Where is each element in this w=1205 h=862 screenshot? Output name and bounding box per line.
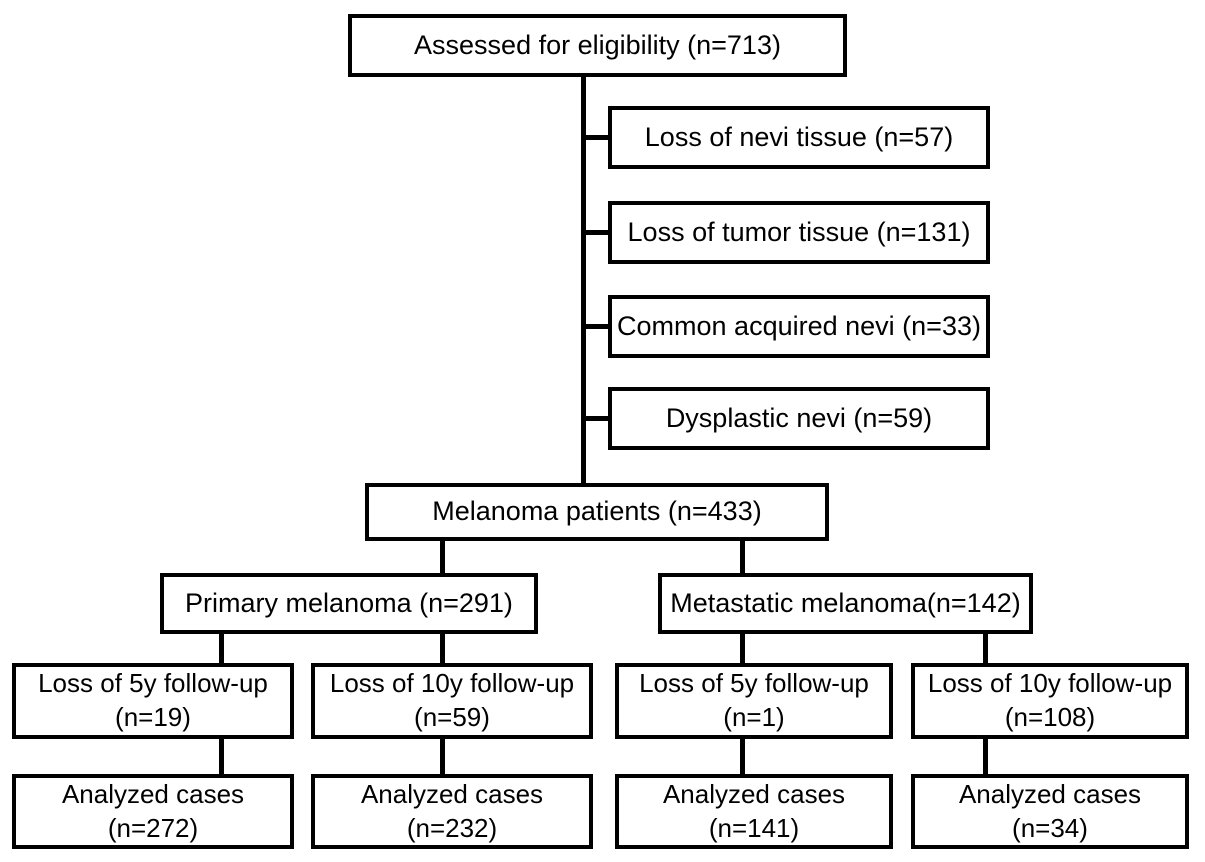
connector-primary-to-loss5y [219,632,224,665]
connector-metastatic-to-loss10y [983,632,988,665]
box-analyzed-cases-232-line2: (n=232) [406,812,498,843]
box-loss-10y-followup-metastatic-line2: (n=108) [1004,702,1096,732]
box-analyzed-cases-272: Analyzed cases (n=272) [12,774,294,849]
box-assessed-eligibility: Assessed for eligibility (n=713) [348,14,847,77]
box-exclusion-dysplastic-nevi: Dysplastic nevi (n=59) [608,387,990,450]
box-analyzed-cases-272-line2: (n=272) [107,812,199,843]
connector-melanoma-to-primary [440,539,445,575]
connector-loss5y-to-analyzed-272 [219,737,224,776]
box-loss-5y-followup-metastatic-line1: Loss of 5y follow-up [639,668,869,699]
box-primary-melanoma-label: Primary melanoma (n=291) [185,587,513,618]
box-loss-5y-followup-metastatic: Loss of 5y follow-up (n=1) [615,663,893,739]
box-exclusion-common-acquired-nevi: Common acquired nevi (n=33) [608,295,990,358]
connector-primary-to-loss10y [440,632,445,665]
box-exclusion-nevi-tissue: Loss of nevi tissue (n=57) [608,106,990,169]
box-exclusion-tumor-tissue: Loss of tumor tissue (n=131) [608,201,990,264]
connector-stub-nevi-tissue [581,135,611,140]
connector-metastatic-to-loss5y [740,632,745,665]
box-metastatic-melanoma-label: Metastatic melanoma(n=142) [670,587,1021,618]
connector-stub-common-nevi [581,324,611,329]
box-loss-10y-followup-metastatic: Loss of 10y follow-up (n=108) [911,663,1189,739]
box-analyzed-cases-141-line1: Analyzed cases [662,778,846,809]
box-loss-10y-followup-primary-line1: Loss of 10y follow-up [329,668,575,699]
box-analyzed-cases-272-line1: Analyzed cases [61,778,245,809]
connector-loss10y-to-analyzed-34 [983,737,988,776]
box-exclusion-common-acquired-nevi-label: Common acquired nevi (n=33) [617,310,981,341]
box-analyzed-cases-141-line2: (n=141) [708,812,800,843]
box-exclusion-nevi-tissue-label: Loss of nevi tissue (n=57) [644,121,954,152]
box-analyzed-cases-34-line1: Analyzed cases [958,778,1142,809]
box-metastatic-melanoma: Metastatic melanoma(n=142) [658,573,1033,634]
box-analyzed-cases-34: Analyzed cases (n=34) [911,774,1189,849]
box-assessed-label: Assessed for eligibility (n=713) [414,29,781,60]
connector-melanoma-to-metastatic [740,539,745,575]
box-loss-10y-followup-primary: Loss of 10y follow-up (n=59) [311,663,593,739]
box-loss-5y-followup-primary: Loss of 5y follow-up (n=19) [12,663,294,739]
box-exclusion-dysplastic-nevi-label: Dysplastic nevi (n=59) [665,402,933,433]
box-melanoma-patients-label: Melanoma patients (n=433) [432,496,762,527]
box-loss-5y-followup-primary-line1: Loss of 5y follow-up [38,668,268,699]
box-loss-10y-followup-primary-line2: (n=59) [414,702,490,732]
box-primary-melanoma: Primary melanoma (n=291) [160,573,538,634]
connector-loss10y-to-analyzed-232 [440,737,445,776]
box-analyzed-cases-141: Analyzed cases (n=141) [615,774,893,849]
box-loss-5y-followup-metastatic-line2: (n=1) [723,702,785,732]
box-analyzed-cases-232-line1: Analyzed cases [360,778,544,809]
box-loss-5y-followup-primary-line2: (n=19) [115,702,191,732]
connector-spine [581,76,586,486]
box-analyzed-cases-232: Analyzed cases (n=232) [311,774,593,849]
connector-loss5y-to-analyzed-141 [740,737,745,776]
box-loss-10y-followup-metastatic-line1: Loss of 10y follow-up [927,668,1173,699]
connector-stub-dysplastic-nevi [581,416,611,421]
box-melanoma-patients: Melanoma patients (n=433) [365,483,829,541]
connector-stub-tumor-tissue [581,230,611,235]
box-analyzed-cases-34-line2: (n=34) [1012,812,1088,843]
box-exclusion-tumor-tissue-label: Loss of tumor tissue (n=131) [627,216,971,247]
